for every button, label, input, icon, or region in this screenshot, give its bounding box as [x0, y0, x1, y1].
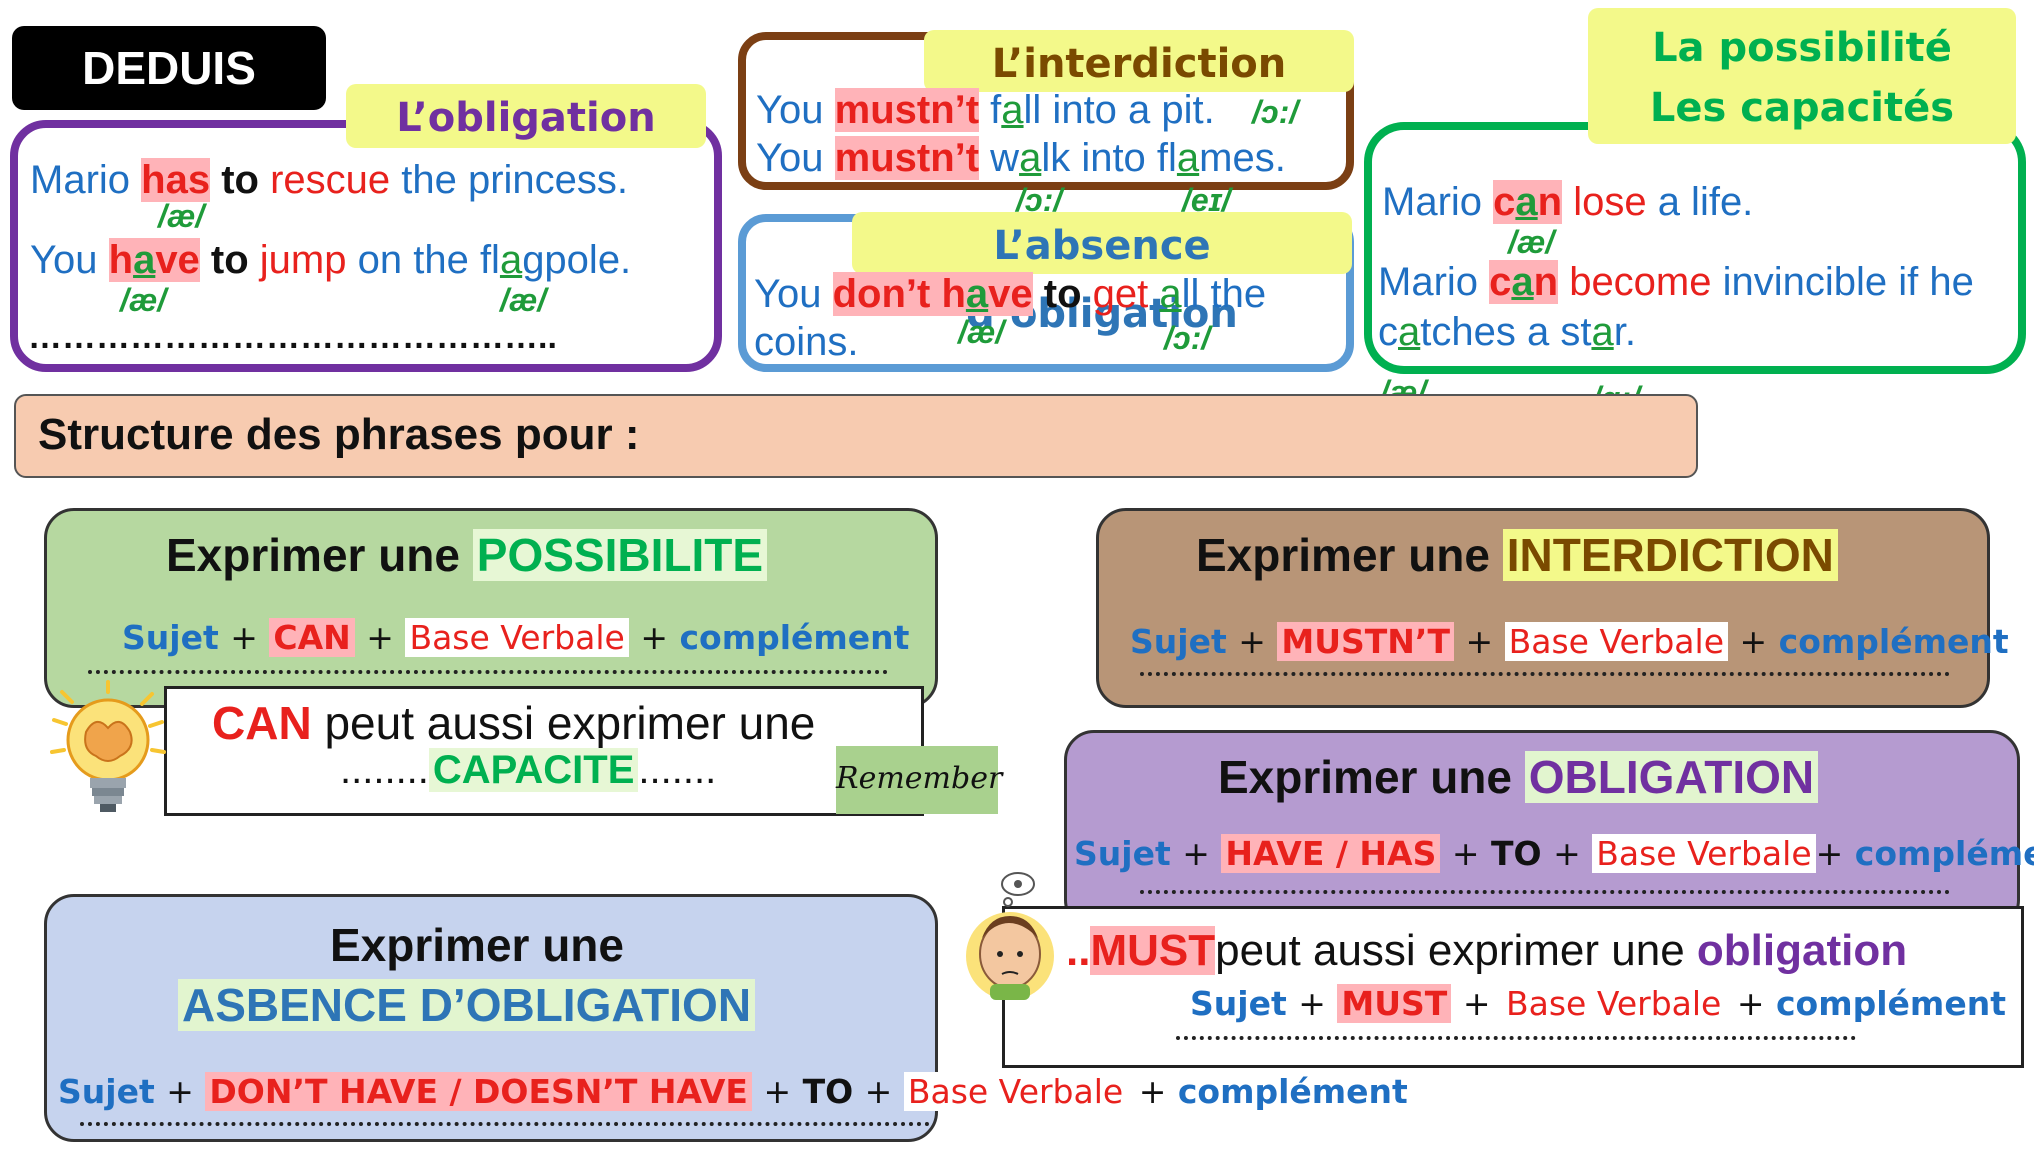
- must-note-structure: Sujet + MUST + Base Verbale + complément: [1190, 984, 2006, 1023]
- possibilite-example-2: Mario can become invincible if he: [1378, 260, 1974, 304]
- structure-title: Structure des phrases pour :: [38, 410, 640, 459]
- thinking-face-icon: [960, 872, 1070, 1002]
- card-interdiction-dots: [1140, 672, 1950, 676]
- card-possibilite-structure: Sujet + CAN + Base Verbale + complément: [122, 618, 910, 657]
- card-possibilite-dots: [88, 670, 888, 674]
- card-obligation-structure: Sujet + HAVE / HAS + TO + Base Verbale+ …: [1074, 834, 2034, 873]
- deduis-label: DEDUIS: [12, 26, 326, 110]
- must-note-line-1: ..MUSTpeut aussi exprimer une obligation: [1066, 926, 1908, 975]
- possibilite-box: [1364, 122, 2026, 374]
- ipa-label: /ɔ:/: [1252, 94, 1299, 130]
- absence-example-1: You don’t have to get all the: [754, 272, 1267, 316]
- structure-title-bar: Structure des phrases pour :: [14, 394, 1698, 478]
- card-obligation-title: Exprimer une OBLIGATION: [1218, 750, 1819, 804]
- card-absence-title-1: Exprimer une: [330, 919, 624, 971]
- absence-tag: L’absence d’obligation: [852, 212, 1352, 337]
- card-interdiction-title: Exprimer une INTERDICTION: [1196, 528, 1838, 582]
- obligation-example-1: Mario has to rescue the princess.: [30, 158, 629, 202]
- card-interdiction-structure: Sujet + MUSTN’T + Base Verbale + complém…: [1130, 622, 2009, 661]
- ipa-label: /æ/: [958, 314, 1005, 350]
- card-obligation-dots: [1140, 890, 1950, 894]
- must-note-dots: [1176, 1036, 1856, 1040]
- obligation-tag: L’obligation: [346, 84, 706, 148]
- remember-badge: Remember: [836, 746, 1002, 814]
- possibilite-example-3: catches a star.: [1378, 310, 1636, 354]
- ipa-label: /æ/: [1508, 224, 1555, 260]
- possibilite-tag: La possibilité Les capacités: [1588, 8, 2016, 144]
- interdiction-example-2: You mustn’t walk into flames.: [756, 136, 1286, 180]
- interdiction-example-1: You mustn’t fall into a pit.: [756, 88, 1215, 132]
- ipa-label: /æ/: [158, 198, 205, 234]
- ipa-label: /æ/: [500, 282, 547, 318]
- card-absence-structure: Sujet + DON’T HAVE / DOESN’T HAVE + TO +…: [58, 1072, 1408, 1111]
- can-note-line-1: CAN peut aussi exprimer une: [212, 697, 816, 749]
- ipa-label: /æ/: [120, 282, 167, 318]
- interdiction-tag: L’interdiction: [924, 30, 1354, 92]
- card-absence-dots: [80, 1122, 930, 1126]
- obligation-dots: ………………………………………..: [28, 318, 557, 356]
- absence-example-2: coins.: [754, 320, 859, 364]
- ipa-label: /ɔ:/: [1164, 320, 1211, 356]
- card-possibilite-title: Exprimer une POSSIBILITE: [166, 528, 768, 582]
- obligation-example-2: You have to jump on the flagpole.: [30, 238, 632, 282]
- possibilite-example-1: Mario can lose a life.: [1382, 180, 1754, 224]
- can-note-line-2: ........CAPACITE.......: [340, 748, 717, 792]
- card-absence-title-2: ASBENCE D’OBLIGATION: [178, 978, 756, 1032]
- brain-lightbulb-icon: [46, 680, 170, 816]
- must-note-connector: [1002, 1000, 1005, 1066]
